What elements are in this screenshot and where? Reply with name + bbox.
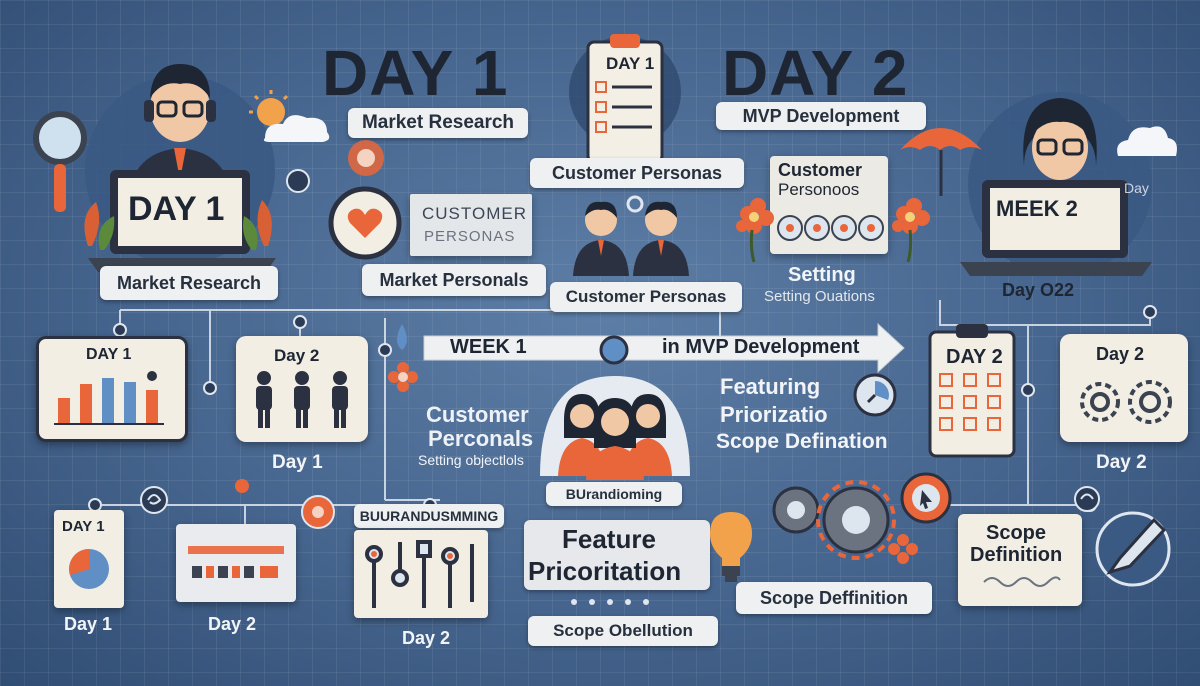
laptop-left [88, 170, 276, 272]
clipboard-title: DAY 1 [606, 54, 655, 73]
scope-defination-label: Scope Defination [716, 430, 888, 453]
location-icon [286, 169, 310, 193]
feature-line2: Pricoritation [528, 556, 682, 586]
swirl-icon [140, 486, 168, 514]
feature-line1: Feature [562, 524, 656, 554]
bar-chart-icon [54, 371, 164, 425]
pie-chart-icon [69, 549, 109, 589]
dots-ornament [571, 599, 649, 605]
week1-label: WEEK 1 [450, 336, 527, 358]
row3-card2-chart [188, 546, 284, 578]
pen-badge-icon [1095, 511, 1171, 587]
mvp-development-label: in MVP Development [662, 336, 860, 358]
cursor-badge-icon [900, 472, 952, 524]
customer-personoos-line1: Customer [778, 160, 863, 180]
target-icon [348, 140, 384, 176]
market-research-caption-left: Market Research [100, 266, 278, 300]
day1-subtitle: Market Research [348, 108, 528, 138]
row3-card2-caption: Day 2 [208, 614, 257, 634]
featuring-line2: Priorizatio [720, 402, 828, 427]
scope-obellution-label: Scope Obellution [528, 616, 718, 646]
scope-deffinition-label: Scope Deffinition [736, 582, 932, 614]
row3-card2 [176, 524, 296, 602]
magnifier-icon [33, 111, 87, 212]
flower-small-icon [888, 534, 918, 564]
day-o22-caption: Day O22 [1001, 279, 1075, 300]
row3-card1-caption: Day 1 [64, 614, 113, 634]
row2-card2-caption: Day 1 [272, 452, 323, 473]
feature-priority-box [524, 520, 710, 590]
laptop-right-text: MEEK 2 [996, 196, 1078, 221]
scope-definition-card [958, 514, 1082, 606]
lightbulb-icon [710, 512, 752, 582]
customer-personas-card-line2: PERSONAS [424, 228, 516, 245]
sun-cloud-icon [249, 90, 330, 142]
clipboard-day2-icon [928, 324, 1016, 458]
umbrella-icon [900, 128, 982, 196]
laptop-left-text: DAY 1 [128, 190, 225, 228]
flowers-icon [736, 198, 930, 263]
market-personals-label: Market Personals [362, 264, 546, 296]
two-people-icon [573, 195, 689, 276]
gears-icon [1080, 380, 1172, 424]
scope-card-line2: Definition [970, 544, 1063, 566]
scope-card-line1: Scope [986, 522, 1047, 544]
scope-card-scribble [983, 576, 1061, 587]
customer-personas-caption-top: Customer Personas [530, 158, 744, 188]
laptop-right [960, 180, 1152, 276]
team-group-icon [540, 376, 690, 480]
setting-title: Setting [788, 264, 856, 286]
day2-subtitle: MVP Development [716, 102, 926, 130]
tools-caption: Day 2 [402, 628, 451, 648]
persona-chips [777, 215, 884, 241]
day2-heading: DAY 2 [722, 37, 909, 109]
swirl-right-icon [1074, 486, 1100, 512]
day1-heading: DAY 1 [322, 37, 509, 109]
clipboard-day2-title: DAY 2 [946, 346, 1003, 368]
customer-personas-people-caption: Customer Personas [550, 282, 742, 312]
heart-badge-icon [328, 186, 402, 260]
customer-personas-card [410, 194, 532, 256]
row2-right-card-title: Day 2 [1096, 344, 1145, 364]
row2-card2-title: Day 2 [274, 346, 320, 365]
orange-dot-icon [235, 479, 249, 493]
clipboard-icon [569, 34, 681, 164]
gears-center-icon [772, 480, 896, 560]
gear-flower-icon [388, 362, 418, 392]
plant-leaves-left [84, 200, 272, 250]
setting-subtitle: Setting Ouations [764, 288, 875, 305]
clock-icon [853, 373, 897, 417]
setting-objections: Setting objectlols [418, 452, 524, 468]
timeline-arrow [397, 322, 905, 374]
tools-icon [365, 540, 474, 608]
three-people-icon [256, 371, 348, 428]
customer-personoos-line2: Personoos [778, 180, 860, 199]
featuring-line1: Featuring [720, 374, 821, 399]
customer-personals-line1: Customer [426, 402, 529, 427]
row2-right-card-caption: Day 2 [1096, 452, 1147, 473]
customer-personals-line2: Perconals [428, 426, 534, 451]
cloud-icon-right [1117, 126, 1177, 156]
customer-personas-card-line1: CUSTOMER [422, 204, 527, 223]
row2-card1-title: DAY 1 [86, 346, 132, 363]
team-group-caption: BUrandioming [546, 482, 682, 506]
right-side-mark: Day [1124, 180, 1149, 196]
brainstorming-label: BUURANDUSMMING [354, 504, 504, 528]
lightbulb-orange-icon [301, 495, 335, 529]
row3-card1-title: DAY 1 [62, 518, 105, 535]
timeline-node [599, 335, 629, 365]
